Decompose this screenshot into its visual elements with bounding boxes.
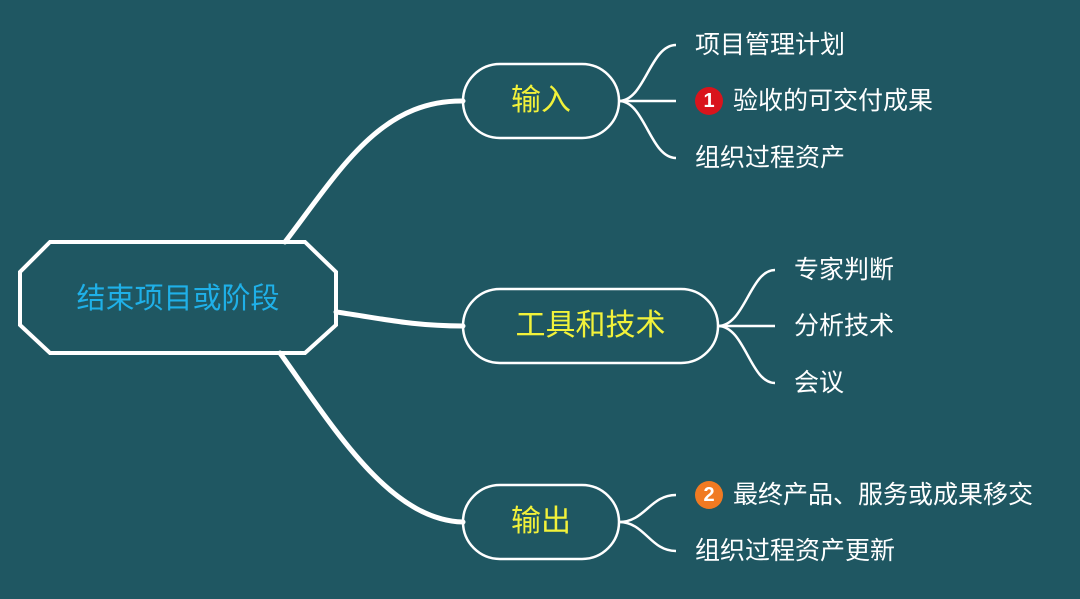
leaf-label: 最终产品、服务或成果移交 [733, 480, 1034, 509]
leaf-label: 会议 [794, 368, 845, 397]
connector-tools-leaf-1 [717, 268, 776, 328]
number-badge-icon: 1 [695, 87, 723, 115]
root-node-label: 结束项目或阶段 [76, 281, 280, 315]
branch-label-output: 输出 [511, 504, 571, 539]
leaf-item: 1 验收的可交付成果 [695, 86, 933, 116]
leaf-item: 分析技术 [794, 311, 894, 341]
connector-tools-leaf-3 [717, 324, 776, 385]
connector-output-leaf-1 [618, 493, 677, 524]
leaf-label: 验收的可交付成果 [733, 86, 934, 115]
connector-output-leaf-2 [618, 520, 677, 553]
leaf-label: 专家判断 [794, 255, 895, 284]
leaf-item: 会议 [794, 368, 844, 398]
connector-input-leaf-1 [618, 43, 677, 103]
root-node-shape [18, 240, 338, 355]
connector-input-leaf-3 [618, 99, 677, 160]
branch-label-input: 输入 [511, 83, 571, 118]
branch-label-tools: 工具和技术 [515, 308, 666, 343]
number-badge-icon: 2 [695, 481, 723, 509]
connector-root-to-tools [333, 309, 466, 329]
leaf-item: 2 最终产品、服务或成果移交 [695, 480, 1033, 510]
leaf-label: 分析技术 [794, 311, 895, 340]
leaf-item: 项目管理计划 [695, 30, 845, 60]
leaf-label: 项目管理计划 [695, 30, 846, 59]
leaf-item: 组织过程资产 [695, 143, 845, 173]
leaf-item: 组织过程资产更新 [695, 536, 895, 566]
leaf-label: 组织过程资产 [695, 143, 846, 172]
connector-root-to-output [277, 350, 466, 525]
leaf-label: 组织过程资产更新 [695, 536, 896, 565]
connector-root-to-input [282, 98, 466, 245]
leaf-item: 专家判断 [794, 255, 894, 285]
